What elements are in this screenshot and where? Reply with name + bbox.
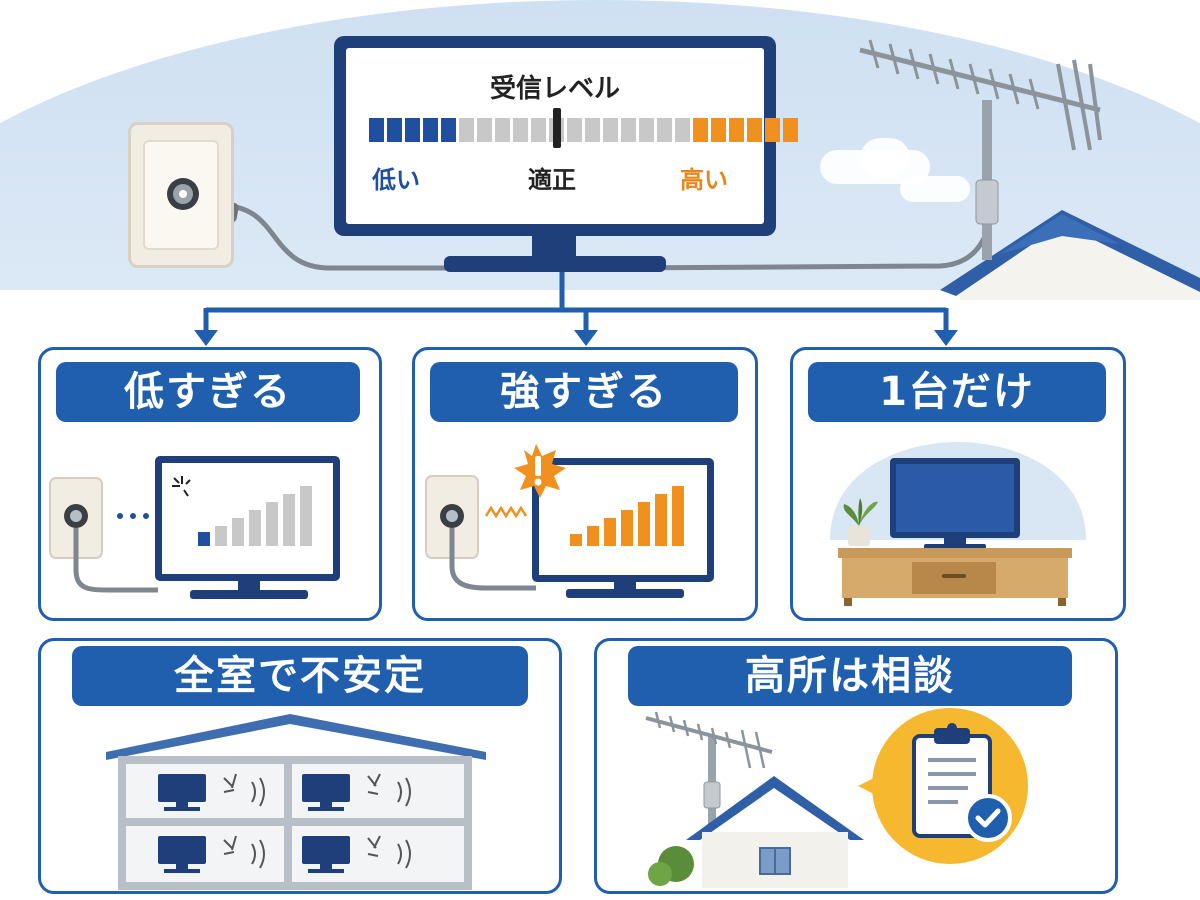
meter-needle bbox=[553, 108, 561, 148]
high-place-illustration bbox=[645, 708, 1028, 888]
meter-high-label: 高い bbox=[680, 166, 728, 194]
card-all-rooms-title: 全室で不安定 bbox=[72, 646, 528, 706]
meter-segment bbox=[567, 118, 582, 142]
meter-segment bbox=[405, 118, 420, 142]
meter-segment bbox=[693, 118, 708, 142]
one-only-illustration bbox=[830, 442, 1086, 606]
meter-segment bbox=[477, 118, 492, 142]
meter-segment bbox=[675, 118, 690, 142]
antenna-icon bbox=[645, 711, 773, 826]
meter-segment bbox=[603, 118, 618, 142]
meter-segment bbox=[513, 118, 528, 142]
meter-segment bbox=[369, 118, 384, 142]
top-scene-graphics bbox=[167, 39, 1200, 300]
meter-segment bbox=[765, 118, 780, 142]
meter-segment bbox=[729, 118, 744, 142]
meter-segment bbox=[531, 118, 546, 142]
meter-segment bbox=[585, 118, 600, 142]
meter-segment bbox=[657, 118, 672, 142]
meter-segment bbox=[711, 118, 726, 142]
antenna-icon bbox=[859, 39, 1102, 260]
warning-burst-icon bbox=[514, 444, 566, 498]
meter-segment bbox=[423, 118, 438, 142]
too-strong-illustration bbox=[425, 444, 714, 598]
meter-segment bbox=[495, 118, 510, 142]
card-one-only-title: 1台だけ bbox=[808, 362, 1106, 422]
plant-icon bbox=[843, 498, 878, 546]
card-too-strong-title: 強すぎる bbox=[430, 362, 738, 422]
house-icon bbox=[686, 776, 864, 888]
meter-low-label: 低い bbox=[372, 166, 420, 194]
coax-plug-icon bbox=[167, 178, 199, 210]
card-high-place-title: 高所は相談 bbox=[628, 646, 1072, 706]
meter-title: 受信レベル bbox=[489, 74, 620, 104]
meter-segment bbox=[783, 118, 798, 142]
house-cross-section-icon bbox=[106, 714, 486, 890]
meter-segment bbox=[387, 118, 402, 142]
meter-segment bbox=[747, 118, 762, 142]
meter-segment bbox=[639, 118, 654, 142]
meter-segment bbox=[621, 118, 636, 142]
meter-ok-label: 適正 bbox=[528, 166, 576, 194]
meter-segment bbox=[459, 118, 474, 142]
too-low-illustration bbox=[49, 456, 340, 599]
tv-stand-base bbox=[444, 256, 666, 272]
meter-segment bbox=[441, 118, 456, 142]
card-too-low-title: 低すぎる bbox=[56, 362, 360, 422]
branch-arrows bbox=[194, 272, 958, 346]
signal-wave-icon bbox=[484, 505, 528, 519]
house-roof-icon bbox=[940, 210, 1200, 300]
clipboard-check-icon bbox=[858, 708, 1028, 864]
signal-level-meter bbox=[369, 118, 798, 142]
tv-stand-icon bbox=[838, 548, 1072, 606]
